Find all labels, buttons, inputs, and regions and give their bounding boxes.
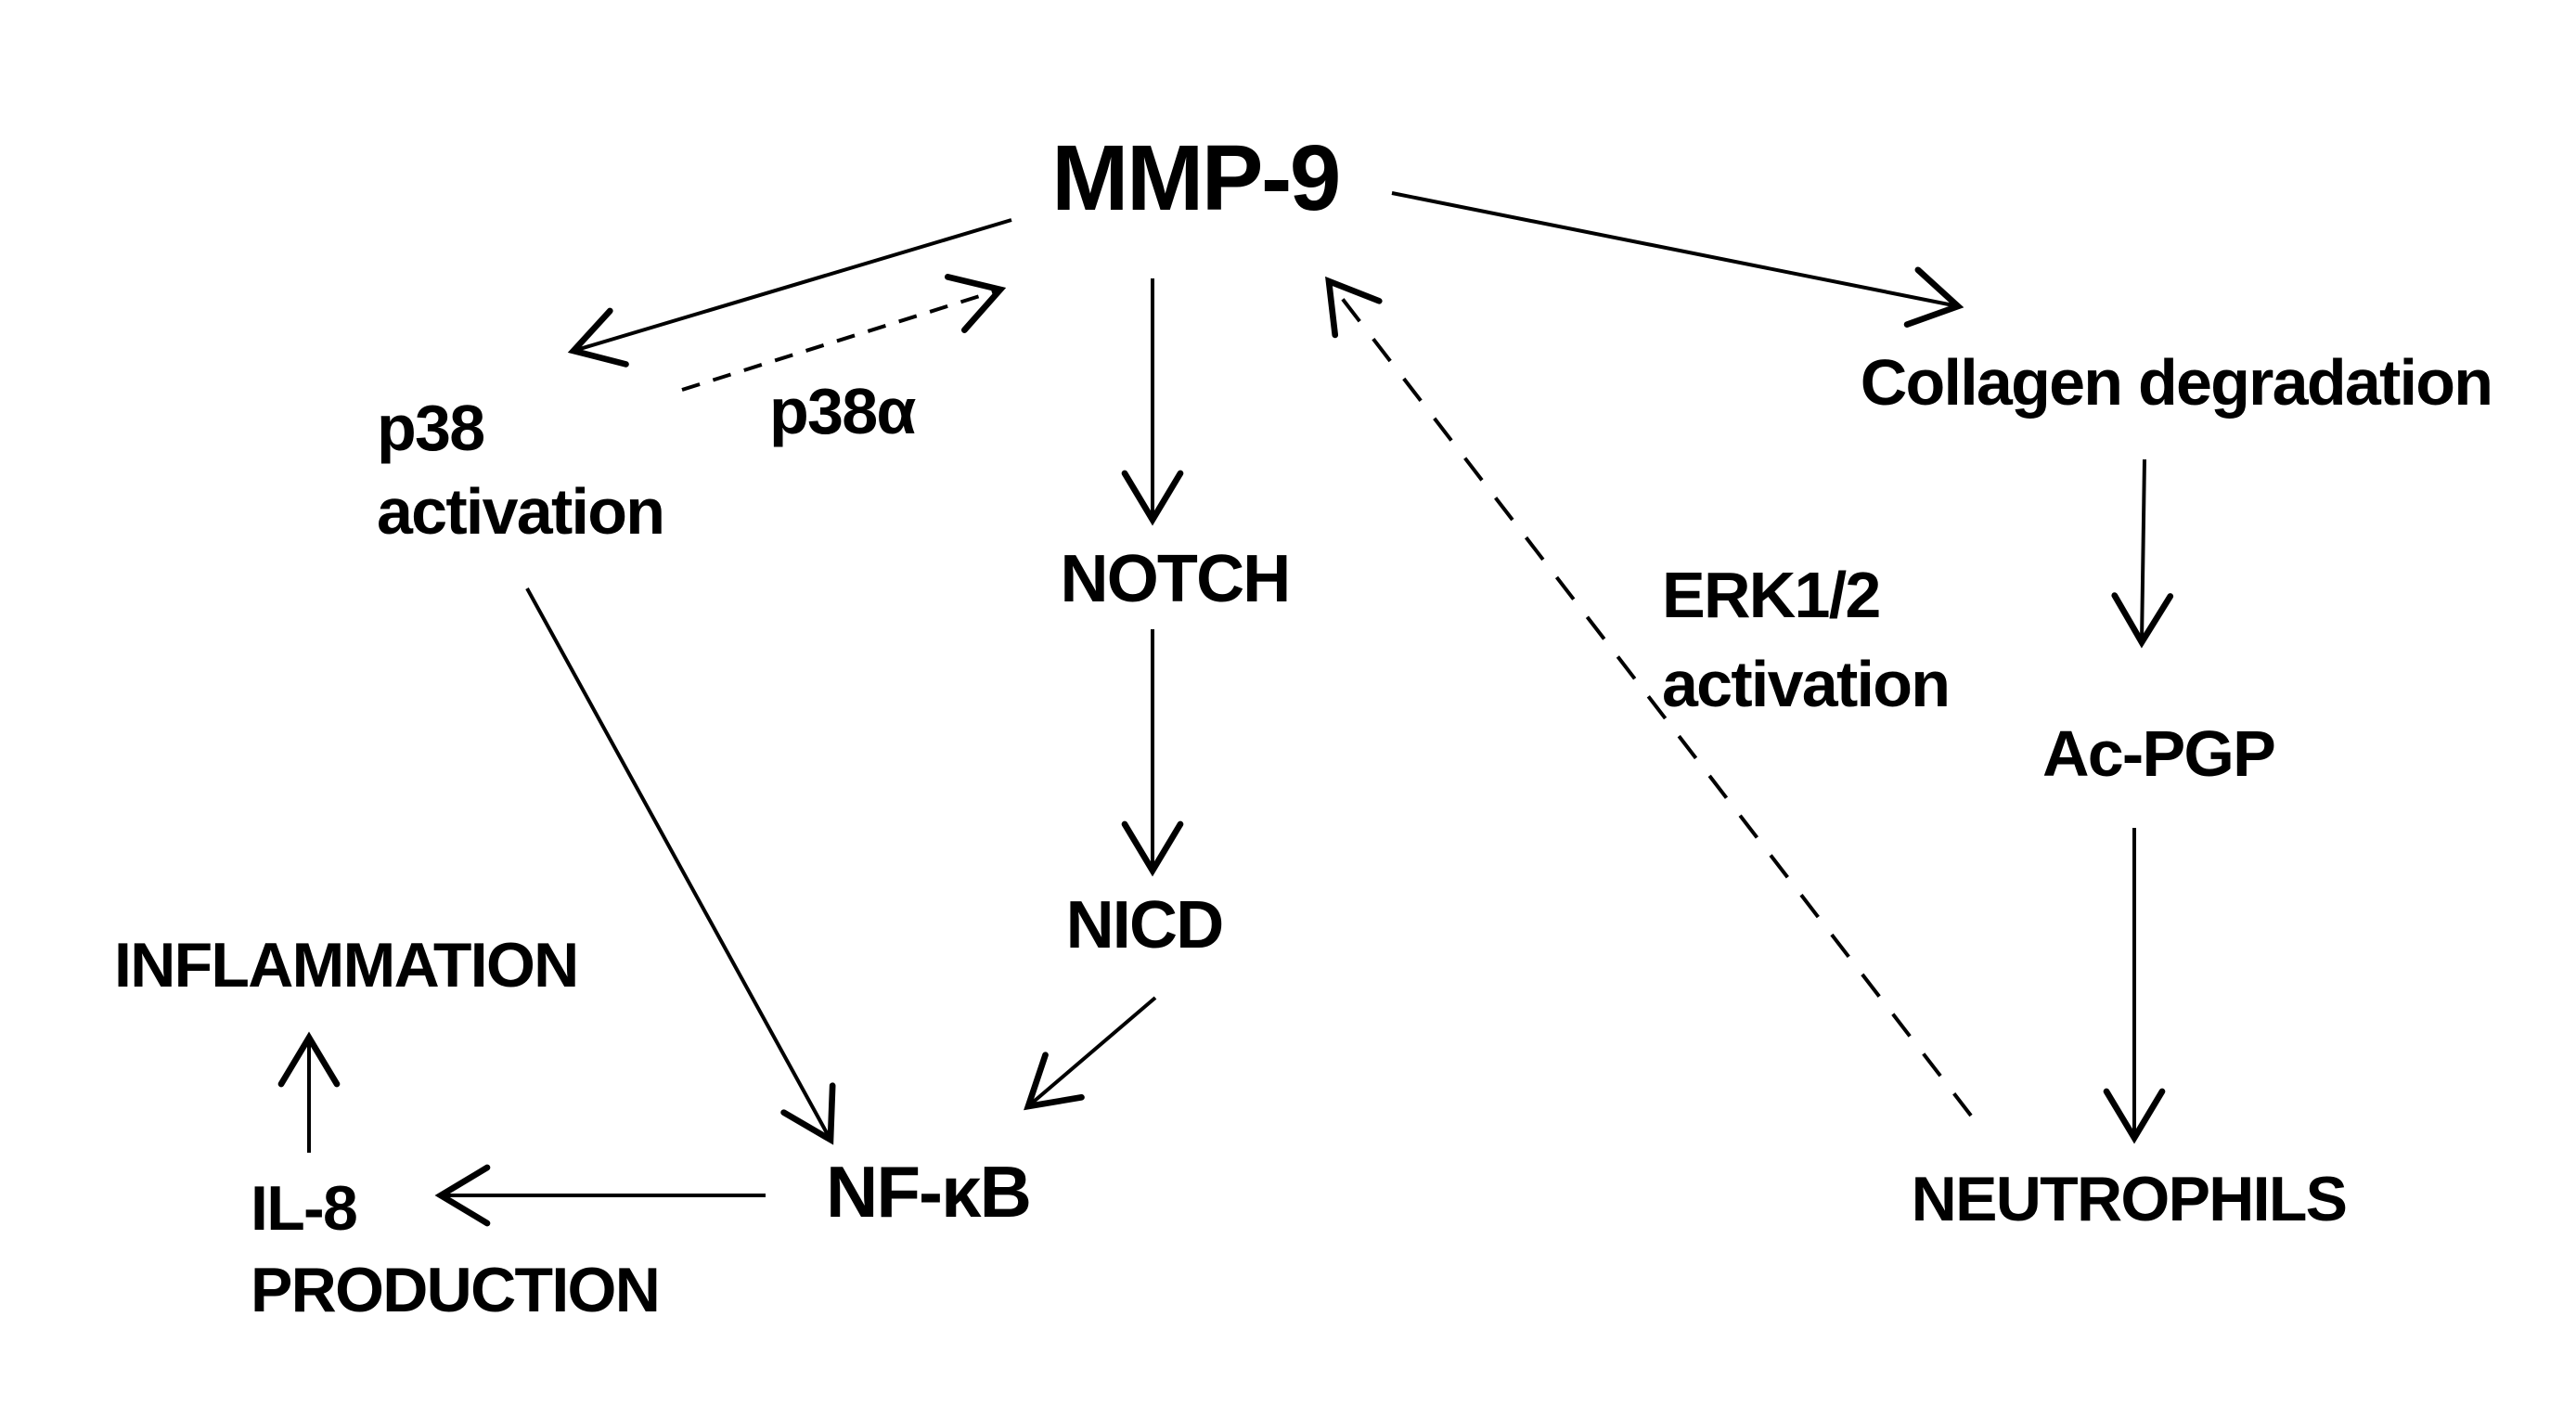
edge-nicd-to-nfkb bbox=[1024, 996, 1157, 1111]
node-neutrophils-label: NEUTROPHILS bbox=[1911, 1164, 2348, 1234]
edge-label-erk12-line1: ERK1/2 bbox=[1662, 559, 1881, 631]
edge-mmp9-to-collagen-degradation bbox=[1391, 191, 1964, 328]
edge-p38-activation-to-nfkb bbox=[525, 587, 836, 1145]
edge-p38a-to-mmp9 bbox=[681, 274, 1007, 392]
node-inflammation-label: INFLAMMATION bbox=[114, 930, 579, 1000]
node-p38-activation-line2: activation bbox=[377, 475, 665, 548]
node-ac-pgp-label: Ac-PGP bbox=[2041, 717, 2276, 790]
node-notch-label: NOTCH bbox=[1060, 542, 1292, 616]
node-nicd-label: NICD bbox=[1065, 888, 1225, 962]
node-collagen-degradation-label: Collagen degradation bbox=[1860, 346, 2493, 419]
edge-mmp9-to-p38-activation bbox=[567, 218, 1012, 368]
node-il8-label: IL-8 bbox=[251, 1173, 358, 1244]
node-p38-activation-line1: p38 bbox=[377, 392, 485, 464]
node-mmp9-label: MMP-9 bbox=[1051, 126, 1341, 230]
node-il8-production-label: PRODUCTION bbox=[251, 1255, 661, 1325]
edge-neutrophils-to-mmp9-erk bbox=[1325, 276, 1973, 1117]
edge-label-p38-alpha: p38α bbox=[769, 375, 916, 447]
edge-label-erk12-line2: activation bbox=[1662, 648, 1951, 720]
edge-collagen-degradation-to-acpgp bbox=[2111, 458, 2174, 649]
node-nfkb-label: NF-κB bbox=[825, 1151, 1032, 1233]
